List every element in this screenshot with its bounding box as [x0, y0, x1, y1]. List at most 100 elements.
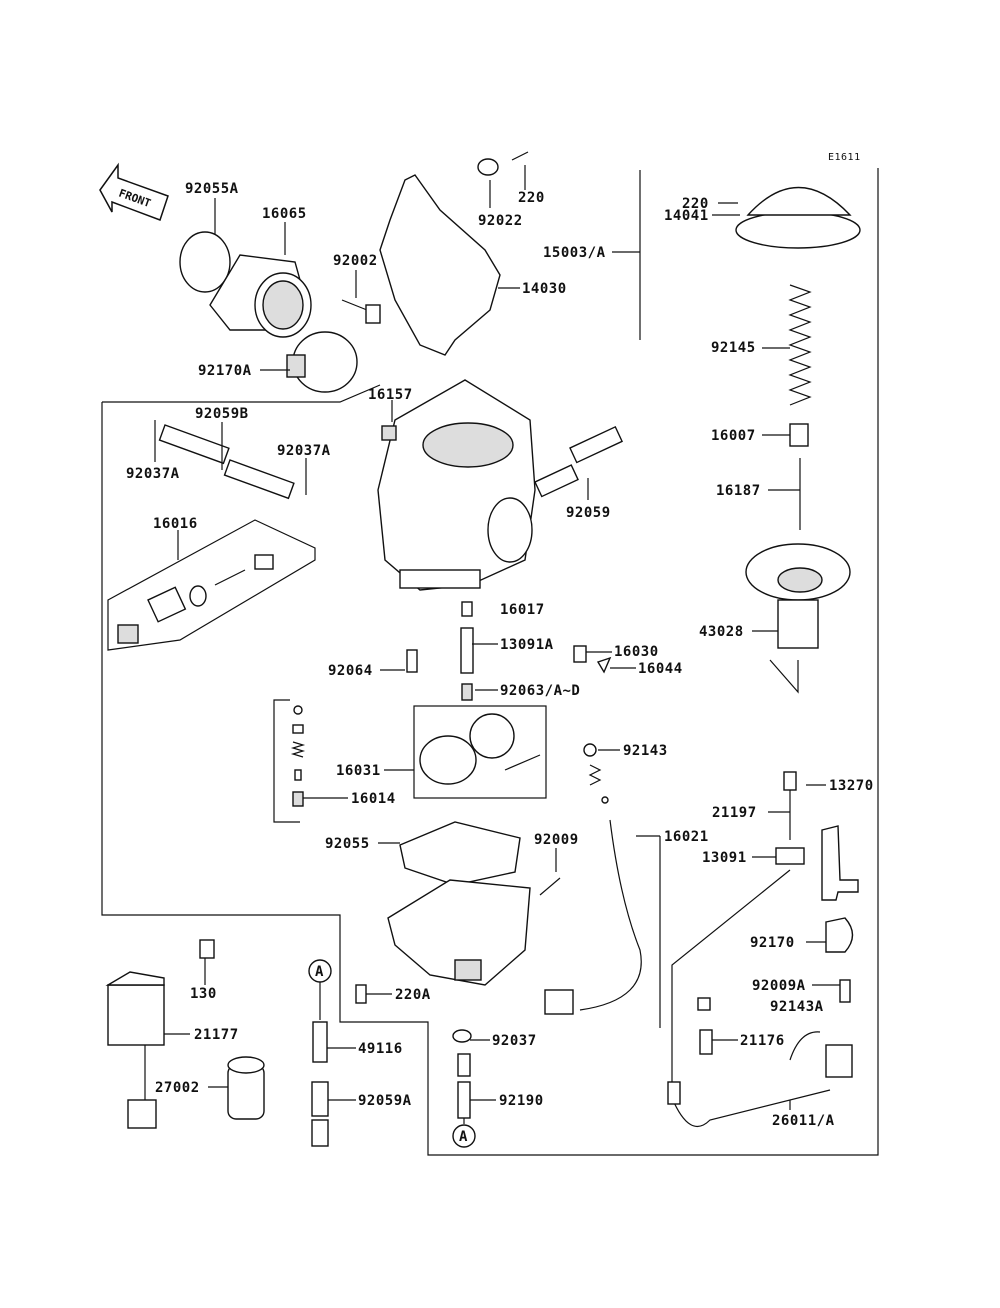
label-16016: 16016 [153, 516, 198, 532]
collar-part [697, 997, 711, 1011]
label-220-top: 220 [518, 190, 545, 206]
label-92143a: 92143A [770, 999, 824, 1015]
float-bowl-part [387, 879, 531, 986]
screw-92009a-part [839, 979, 851, 1003]
label-16017: 16017 [500, 602, 545, 618]
pilot-jet-part [573, 645, 587, 663]
label-13091a: 13091A [500, 637, 554, 653]
label-92002: 92002 [333, 253, 378, 269]
label-92037a-right: 92037A [277, 443, 331, 459]
label-15003a: 15003/A [543, 245, 606, 261]
pipe-92190-upper-part [457, 1053, 471, 1077]
callout-a-bottom [452, 1124, 476, 1148]
harness-lead-line [671, 869, 791, 1082]
needle-jet-part [460, 627, 474, 674]
label-92190: 92190 [499, 1093, 544, 1109]
leader-lines [154, 165, 840, 1110]
diagram-reference-code: E1611 [828, 152, 861, 163]
pipe-92059a-lower-part [311, 1119, 329, 1147]
pilot-screw-box [107, 519, 316, 651]
screw-92064-part [406, 649, 418, 673]
label-16157: 16157 [368, 387, 413, 403]
drain-screw-part [539, 877, 561, 896]
label-21176: 21176 [740, 1033, 785, 1049]
label-92170a: 92170A [198, 363, 252, 379]
label-92064: 92064 [328, 663, 373, 679]
label-92143: 92143 [623, 743, 668, 759]
callout-a-top-label: A [315, 964, 324, 980]
label-220a: 220A [395, 987, 431, 1003]
bolt-130-part [199, 939, 215, 959]
label-14041: 14041 [664, 208, 709, 224]
switch-part [699, 1029, 713, 1055]
label-92037: 92037 [492, 1033, 537, 1049]
wire-harness-part [667, 1031, 853, 1127]
front-arrow-icon: FRONT [99, 162, 169, 221]
cable-bracket-part [821, 825, 859, 901]
intake-holder-part [209, 254, 312, 338]
label-92170: 92170 [750, 935, 795, 951]
label-16044: 16044 [638, 661, 683, 677]
pilot-screw-part [117, 554, 274, 644]
diaphragm-cap-part [735, 186, 861, 249]
label-92055a: 92055A [185, 181, 239, 197]
clamp-part [286, 331, 358, 393]
bowl-screw-part [355, 984, 367, 1004]
float-part [419, 713, 541, 785]
cover-part [379, 174, 501, 356]
spring-part [788, 284, 812, 406]
label-92059a: 92059A [358, 1093, 412, 1109]
control-unit-part [105, 971, 165, 1129]
label-16065: 16065 [262, 206, 307, 222]
throttle-cable-part [544, 743, 642, 1015]
label-92059b: 92059B [195, 406, 249, 422]
sensor-part [227, 1056, 265, 1120]
pipe-part [158, 424, 295, 500]
needle-holder-part [789, 423, 809, 447]
float-valve-part [290, 705, 306, 807]
label-14030: 14030 [522, 281, 567, 297]
label-16014: 16014 [351, 791, 396, 807]
label-92022: 92022 [478, 213, 523, 229]
label-16030: 16030 [614, 644, 659, 660]
label-130: 130 [190, 986, 217, 1002]
gasket-part [399, 821, 521, 886]
label-13270: 13270 [829, 778, 874, 794]
label-21197: 21197 [712, 805, 757, 821]
label-13091: 13091 [702, 850, 747, 866]
part-labels: 92055A 16065 92002 92022 220 14030 15003… [126, 181, 874, 1129]
label-220-cap: 220 [682, 196, 709, 212]
diaphragm-part [745, 543, 851, 694]
main-jet-part [461, 601, 473, 617]
label-92009: 92009 [534, 832, 579, 848]
pipe-92190-part [457, 1081, 471, 1119]
label-26011a: 26011/A [772, 1113, 835, 1129]
washer-part [477, 158, 499, 176]
float-valve-bracket [273, 699, 300, 823]
callout-a-bottom-label: A [459, 1129, 468, 1145]
bolt-part [341, 299, 381, 324]
pipe-92059a-part [311, 1081, 329, 1117]
label-16187: 16187 [716, 483, 761, 499]
o-ring-part [179, 231, 231, 293]
plunger-nut-part [775, 847, 805, 865]
clip-92037-part [452, 1029, 472, 1043]
screw-part [511, 151, 529, 161]
label-92063: 92063/A~D [500, 683, 580, 699]
clamp-small-part [825, 917, 854, 953]
plunger-cap-part [783, 771, 797, 791]
pipe-49116-part [312, 1021, 328, 1063]
jet-part [381, 425, 397, 441]
label-49116: 49116 [358, 1041, 403, 1057]
float-box [413, 705, 547, 799]
label-16031: 16031 [336, 763, 381, 779]
label-16021: 16021 [664, 829, 709, 845]
label-43028: 43028 [699, 624, 744, 640]
label-16007: 16007 [711, 428, 756, 444]
main-jet-small-part [461, 683, 473, 701]
label-27002: 27002 [155, 1080, 200, 1096]
pipe-right-part [534, 425, 624, 498]
label-92037a-left: 92037A [126, 466, 180, 482]
assembly-frame-lines [101, 168, 879, 1156]
